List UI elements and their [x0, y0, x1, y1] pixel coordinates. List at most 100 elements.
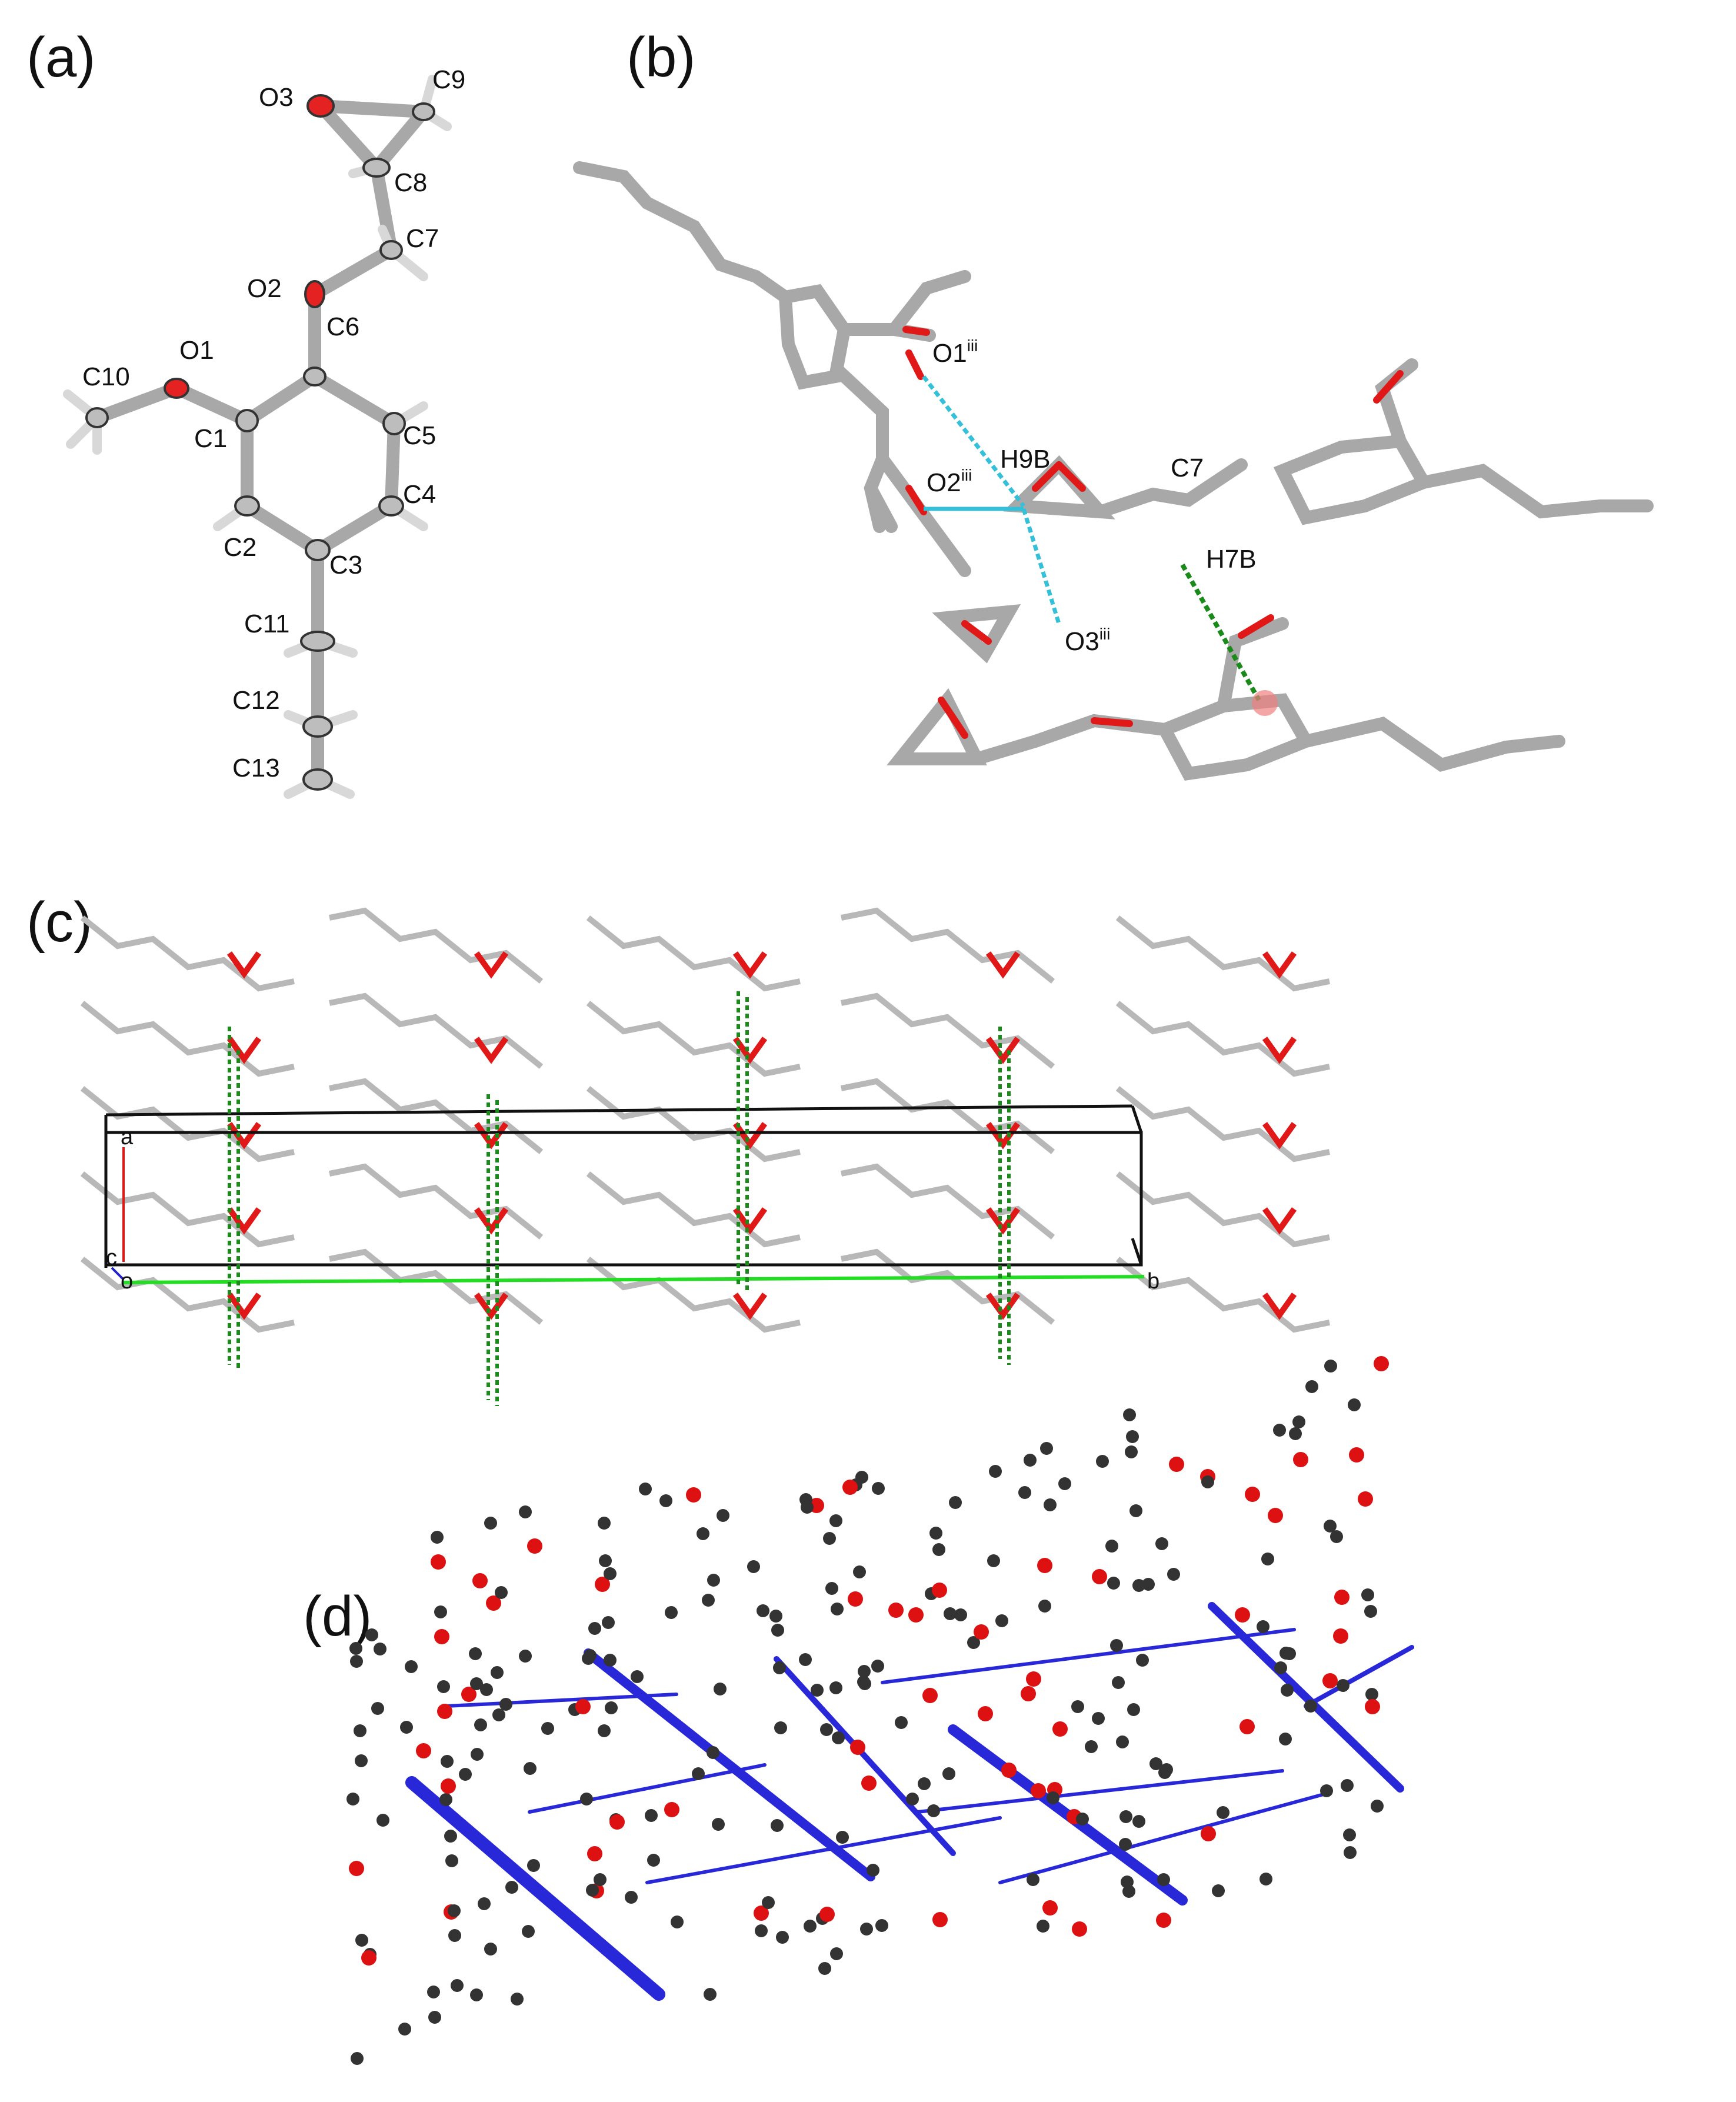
- carbon-atom: [350, 1655, 363, 1668]
- carbon-atom: [671, 1916, 684, 1928]
- atom-label-o2: O2: [247, 274, 282, 303]
- carbon-atom: [707, 1574, 720, 1587]
- atom-label-o1: O1: [179, 336, 214, 365]
- carbon-atom: [1119, 1838, 1132, 1851]
- carbon-atom: [1324, 1520, 1337, 1533]
- carbon-atom: [757, 1604, 769, 1617]
- carbon-atom: [1127, 1703, 1140, 1716]
- carbon-atom: [1365, 1688, 1378, 1701]
- carbon-atom: [484, 1943, 497, 1956]
- carbon-atom: [1092, 1712, 1105, 1725]
- zigzag-layers: [80, 907, 1330, 1333]
- carbon-atom: [499, 1698, 512, 1711]
- oxygen-atom: [1037, 1558, 1052, 1573]
- molecule-chain: [80, 1171, 295, 1248]
- oxygen-atom: [437, 1704, 452, 1719]
- hbond-o1-h9b: [922, 375, 1025, 508]
- molecule-chain: [80, 1086, 295, 1162]
- carbon-atom: [444, 1830, 457, 1843]
- framework-cylinder: [774, 1656, 956, 1856]
- carbon-atom: [1018, 1486, 1031, 1499]
- panel-b: (b): [573, 26, 1654, 781]
- carbon-atom: [1279, 1733, 1292, 1745]
- carbon-atom: [1217, 1806, 1229, 1819]
- carbon-atom: [346, 1793, 359, 1805]
- carbon-atom: [1292, 1415, 1305, 1428]
- carbon-atom: [697, 1527, 709, 1540]
- panel-a-label: (a): [26, 26, 95, 89]
- carbon-atom: [1283, 1647, 1296, 1660]
- carbon-atom: [400, 1721, 413, 1734]
- oxygen-atom: [1021, 1686, 1036, 1701]
- framework-cylinder: [584, 1648, 875, 1881]
- carbon-atom: [954, 1608, 967, 1621]
- axis-label-o: o: [121, 1269, 133, 1294]
- carbon-atom: [1273, 1424, 1286, 1437]
- carbon-atom: [1371, 1800, 1384, 1813]
- carbon-atom: [1123, 1408, 1136, 1421]
- carbon-atom: [932, 1543, 945, 1556]
- panel-b-label: (b): [627, 26, 695, 89]
- atom-label-c7: C7: [406, 224, 439, 253]
- carbon-atom: [492, 1708, 505, 1721]
- carbon-atom: [1158, 1766, 1171, 1779]
- label-o3-iii: O3iii: [1065, 625, 1110, 656]
- carbon-atom: [1281, 1684, 1294, 1697]
- carbon-atom: [524, 1762, 537, 1775]
- carbon-atom: [1040, 1442, 1053, 1455]
- carbon-atom: [1274, 1661, 1287, 1674]
- epoxide-oxygen: [985, 1292, 1021, 1320]
- oxygen-atom: [850, 1740, 865, 1755]
- oxygen-atom: [1169, 1457, 1184, 1472]
- carbon-atom: [522, 1925, 535, 1938]
- carbon-atom: [776, 1931, 789, 1944]
- carbon-atom: [374, 1643, 386, 1655]
- carbon-atom: [747, 1560, 760, 1573]
- carbon-atom: [1330, 1530, 1343, 1543]
- carbon-atom: [1155, 1537, 1168, 1550]
- carbon-atom: [1324, 1360, 1337, 1373]
- carbon-atom: [995, 1614, 1008, 1627]
- panel-c: (c) a c o b: [26, 891, 1330, 1406]
- carbon-atom: [451, 1979, 464, 1992]
- unit-cell: [104, 1104, 1143, 1268]
- carbon-atom: [495, 1586, 508, 1599]
- carbon-atom: [371, 1702, 384, 1715]
- carbon-atom: [1121, 1876, 1134, 1888]
- oxygen-atom: [434, 1629, 449, 1644]
- atom-label-o3: O3: [259, 83, 294, 112]
- molecule-chain: [841, 1248, 1055, 1325]
- oxygen-atom: [1374, 1356, 1389, 1371]
- carbon-atom: [478, 1897, 491, 1910]
- epoxide-oxygen: [985, 1207, 1021, 1235]
- framework-cylinder: [445, 1693, 678, 1708]
- atom-label-c3: C3: [329, 551, 362, 579]
- carbon-atom: [604, 1654, 617, 1667]
- oxygen-atom: [1031, 1783, 1046, 1798]
- carbon-atom: [853, 1565, 866, 1578]
- carbon-atom: [830, 1947, 843, 1960]
- carbon-atom: [769, 1610, 782, 1623]
- epoxide-oxygen: [226, 1292, 262, 1320]
- oxygen-atom: [461, 1687, 477, 1702]
- oxygen-atom: [416, 1743, 431, 1758]
- oxygen-atom: [1001, 1763, 1017, 1778]
- molecule-chain: [329, 992, 544, 1069]
- oxygen-atom: [861, 1775, 877, 1791]
- oxygen-atom: [1235, 1607, 1250, 1623]
- carbon-atom: [1126, 1430, 1139, 1443]
- carbon-atom: [625, 1891, 638, 1904]
- oxygen-atom: [1349, 1447, 1364, 1463]
- oxygen-atom: [431, 1554, 446, 1570]
- carbon-atom: [944, 1607, 957, 1620]
- carbon-atom: [474, 1718, 487, 1731]
- molecule-chain: [586, 1257, 801, 1333]
- label-c7: C7: [1171, 454, 1204, 482]
- carbon-atom: [376, 1814, 389, 1827]
- carbon-atom: [707, 1746, 719, 1759]
- label-h7b: H7B: [1206, 545, 1257, 574]
- axis-label-b: b: [1147, 1269, 1159, 1294]
- carbon-atom: [439, 1793, 452, 1806]
- oxygen-atom: [1334, 1590, 1350, 1605]
- oxygen-atom: [1052, 1721, 1068, 1737]
